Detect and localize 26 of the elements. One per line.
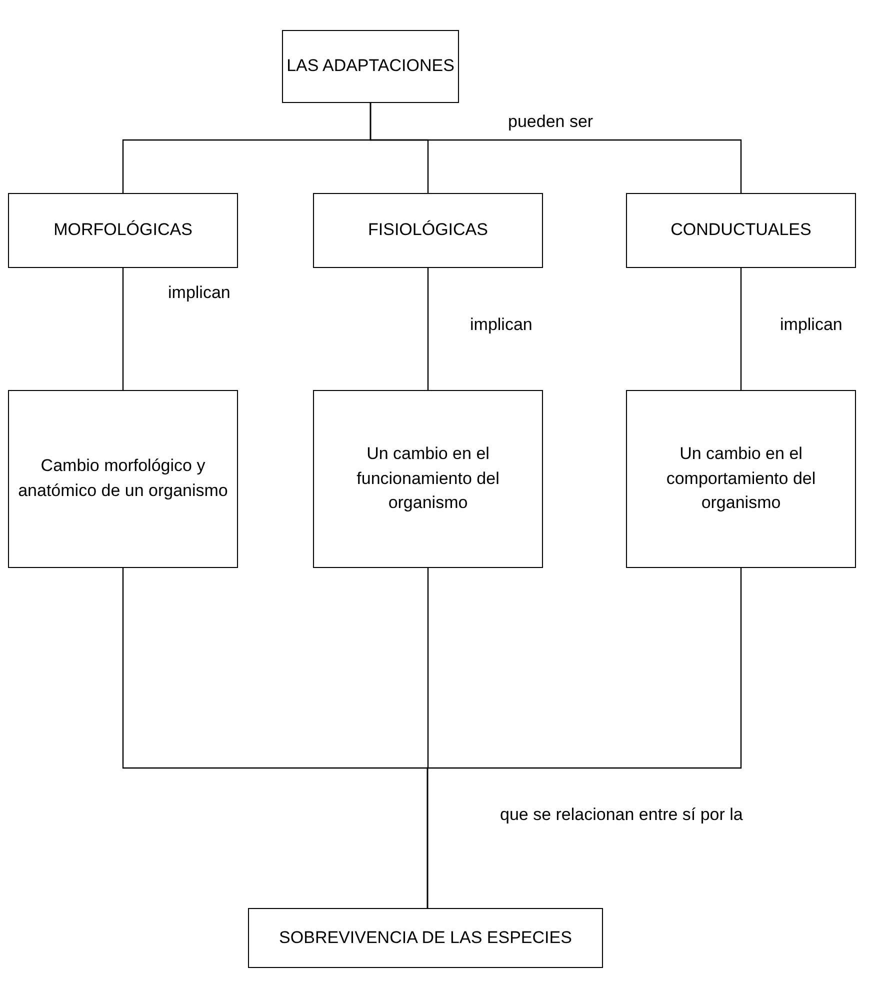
concept-box — [8, 390, 238, 568]
concept-box — [8, 193, 238, 268]
connector-line — [370, 103, 742, 193]
concept-box — [313, 193, 543, 268]
node-text: FISIOLÓGICAS — [368, 219, 488, 242]
connector-line — [740, 268, 742, 390]
connector-line — [427, 268, 429, 390]
concept-box — [626, 193, 856, 268]
concept-box — [626, 390, 856, 568]
edge-label: implican — [780, 315, 842, 335]
node-text: Cambio morfológico y anatómico de un organismo — [17, 455, 229, 502]
connector-line — [122, 268, 124, 390]
edge-label: implican — [470, 315, 532, 335]
edge-label: implican — [168, 283, 230, 303]
node-text: CONDUCTUALES — [670, 219, 812, 242]
node-text: MORFOLÓGICAS — [54, 219, 192, 242]
connector-line — [426, 568, 742, 908]
concept-box — [248, 908, 603, 968]
node-text: SOBREVIVENCIA DE LAS ESPECIES — [279, 926, 572, 949]
edge-label: pueden ser — [508, 112, 594, 132]
concept-box — [313, 390, 543, 568]
edge-label: que se relacionan entre sí por la — [500, 805, 743, 825]
node-text: Un cambio en el comportamiento del organismo — [665, 443, 817, 514]
node-text: Un cambio en el funcionamiento del organismo — [356, 443, 500, 514]
node-text: LAS ADAPTACIONES — [286, 55, 454, 78]
concept-box — [282, 30, 459, 103]
